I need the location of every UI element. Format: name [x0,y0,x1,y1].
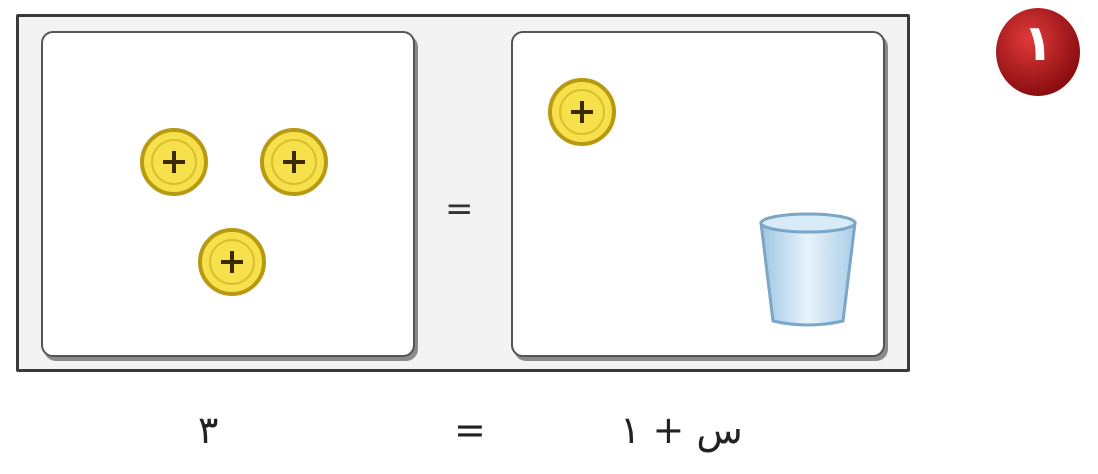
positive-tile-icon [259,127,329,197]
equation-mat: = [16,14,910,372]
problem-number-badge: ١ [994,6,1082,98]
positive-tile-icon [139,127,209,197]
equation-equals-sign: = [454,408,486,452]
problem-number: ١ [994,14,1082,72]
right-panel [511,31,885,357]
left-panel [41,31,415,357]
equation-right-side: س + ١ [620,408,743,452]
cup-icon [753,209,863,331]
equation-left-side: ٣ [198,408,218,452]
mat-equals-sign: = [445,189,474,229]
positive-tile-icon [547,77,617,147]
positive-tile-icon [197,227,267,297]
